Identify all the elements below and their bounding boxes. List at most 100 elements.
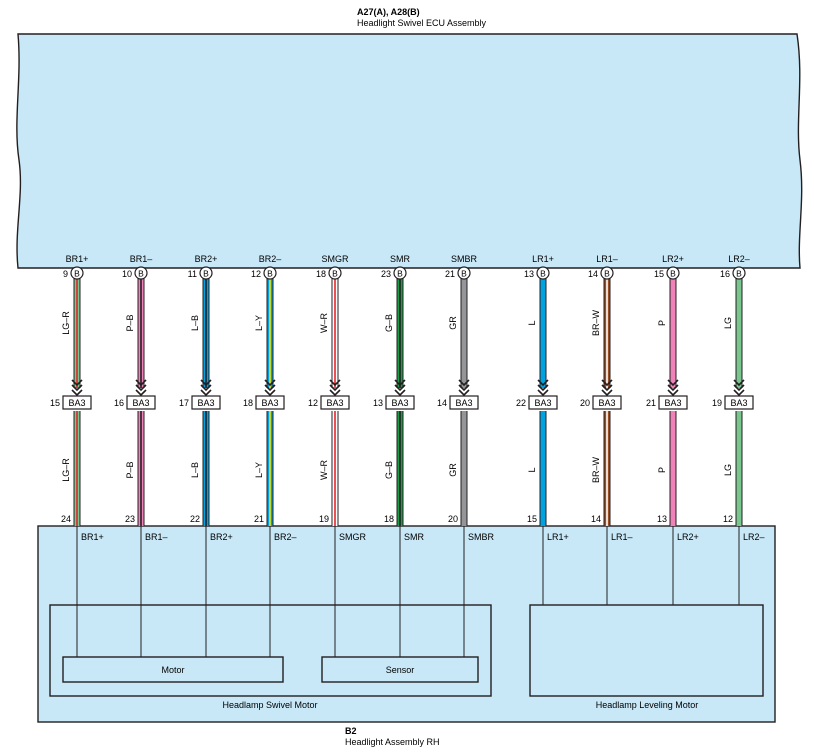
wire-1-color-code-lower: LG–R	[61, 458, 71, 482]
wire-6-ba3-label: BA3	[391, 398, 408, 408]
wire-8-chevron-a	[537, 379, 549, 387]
wire-4-ba3-label: BA3	[261, 398, 278, 408]
wire-11-chevron-b	[733, 384, 745, 392]
wire-9-lower-stripe	[606, 411, 608, 526]
ecu-name: Headlight Swivel ECU Assembly	[357, 18, 487, 28]
wire-1-b2-pin-number: 24	[61, 514, 71, 524]
wire-5-ecu-signal-label: SMGR	[322, 254, 350, 264]
wire-5-ba3-label: BA3	[326, 398, 343, 408]
wire-10-ba3-box	[658, 395, 688, 410]
wire-3-lower-stripe	[205, 411, 207, 526]
wire-9-chevron-c	[601, 389, 613, 397]
wire-4-mid-pin-number: 18	[243, 398, 253, 408]
wire-3-ba3-label: BA3	[197, 398, 214, 408]
wire-2-color-code-lower: P–B	[125, 461, 135, 478]
wire-6-mid-pin-number: 13	[373, 398, 383, 408]
wire-9-upper-stripe	[606, 276, 608, 388]
wire-6-ecu-signal-label: SMR	[390, 254, 411, 264]
wire-10-chevron-a	[667, 379, 679, 387]
wire-10-color-code-lower: P	[657, 467, 667, 473]
wire-2-mid-pin-number: 16	[114, 398, 124, 408]
wire-3-chevron-a	[200, 379, 212, 387]
wire-4-ecu-signal-label: BR2–	[259, 254, 282, 264]
wire-11-chevron-a	[733, 379, 745, 387]
wire-1-b2-signal-label: BR1+	[81, 532, 104, 542]
wire-9-b2-pin-number: 14	[591, 514, 601, 524]
wire-7-color-code-lower: GR	[448, 463, 458, 477]
wire-10-b2-signal-label: LR2+	[677, 532, 699, 542]
wire-7-b2-pin-number: 20	[448, 514, 458, 524]
wire-3-ecu-pin-number: 11	[188, 269, 197, 279]
wire-7-ba3-label: BA3	[455, 398, 472, 408]
wire-9-ecu-pin-number: 14	[588, 269, 598, 279]
wire-6-ecu-connector-letter: B	[397, 269, 403, 279]
wire-6-ba3-box	[385, 395, 415, 410]
wire-4-chevron-c	[264, 389, 276, 397]
wire-4-upper-stripe	[269, 276, 271, 388]
wire-9-ba3-box	[592, 395, 622, 410]
wire-5-lower-stripe	[334, 411, 336, 526]
wire-7-chevron-a	[458, 379, 470, 387]
wire-2-chevron-b	[135, 384, 147, 392]
wire-6-ecu-pin-circle	[393, 266, 407, 280]
wire-8-lower-core	[540, 411, 546, 526]
wire-7-color-code-upper: GR	[448, 316, 458, 330]
wire-8-chevron-b	[537, 384, 549, 392]
wire-8-ecu-connector-letter: B	[540, 269, 546, 279]
wire-2-upper-stripe	[140, 276, 142, 388]
wire-1-ecu-pin-circle	[70, 266, 84, 280]
wire-8-chevron-c	[537, 389, 549, 397]
wire-7-mid-pin-number: 14	[437, 398, 447, 408]
wire-10-chevron-b	[667, 384, 679, 392]
wire-6-b2-signal-label: SMR	[404, 532, 425, 542]
wire-6-ecu-pin-number: 23	[381, 269, 391, 279]
wire-4-ecu-pin-circle	[263, 266, 277, 280]
wire-9-ecu-pin-circle	[600, 266, 614, 280]
wire-4-color-code-lower: L–Y	[254, 462, 264, 478]
wire-4-chevron-b	[264, 384, 276, 392]
wire-1-ecu-connector-letter: B	[74, 269, 80, 279]
wire-11-b2-signal-label: LR2–	[743, 532, 765, 542]
wire-6-chevron-a	[394, 379, 406, 387]
wire-6-color-code-upper: G–B	[384, 314, 394, 332]
wire-4-b2-signal-label: BR2–	[274, 532, 297, 542]
wire-6-color-code-lower: G–B	[384, 461, 394, 479]
wire-3-mid-pin-number: 17	[179, 398, 189, 408]
wire-5-ecu-pin-number: 18	[316, 269, 326, 279]
wire-8-ecu-pin-circle	[536, 266, 550, 280]
wire-10-ecu-signal-label: LR2+	[662, 254, 684, 264]
wire-2-ba3-box	[126, 395, 156, 410]
wire-3-chevron-c	[200, 389, 212, 397]
wire-7-ecu-signal-label: SMBR	[451, 254, 478, 264]
wire-10-ecu-connector-letter: B	[670, 269, 676, 279]
wire-11-ecu-signal-label: LR2–	[728, 254, 750, 264]
wire-1-ecu-pin-number: 9	[63, 269, 68, 279]
wire-7-upper-core	[461, 276, 467, 388]
wire-3-b2-signal-label: BR2+	[210, 532, 233, 542]
wire-5-chevron-c	[329, 389, 341, 397]
wire-10-mid-pin-number: 21	[646, 398, 656, 408]
wire-2-color-code-upper: P–B	[125, 314, 135, 331]
wire-7-chevron-b	[458, 384, 470, 392]
wire-4-ecu-pin-number: 12	[251, 269, 261, 279]
wire-5-ba3-box	[320, 395, 350, 410]
wire-2-ecu-signal-label: BR1–	[130, 254, 153, 264]
wire-5-ecu-connector-letter: B	[332, 269, 338, 279]
wire-3-ba3-box	[191, 395, 221, 410]
wire-7-ecu-pin-number: 21	[445, 269, 455, 279]
assembly-box	[37, 525, 776, 723]
wire-6-upper-stripe	[399, 276, 401, 388]
wire-11-ecu-pin-circle	[732, 266, 746, 280]
wire-1-lower-stripe	[76, 411, 78, 526]
wire-10-b2-pin-number: 13	[657, 514, 667, 524]
wire-9-ecu-connector-letter: B	[604, 269, 610, 279]
wire-2-b2-pin-number: 23	[125, 514, 135, 524]
wire-10-chevron-c	[667, 389, 679, 397]
wire-2-ecu-pin-circle	[134, 266, 148, 280]
wire-2-lower-stripe	[140, 411, 142, 526]
wire-9-color-code-upper: BR–W	[591, 310, 601, 337]
wire-10-upper-core	[670, 276, 676, 388]
wire-11-ba3-label: BA3	[730, 398, 747, 408]
wire-8-upper-core	[540, 276, 546, 388]
wire-8-ba3-label: BA3	[534, 398, 551, 408]
